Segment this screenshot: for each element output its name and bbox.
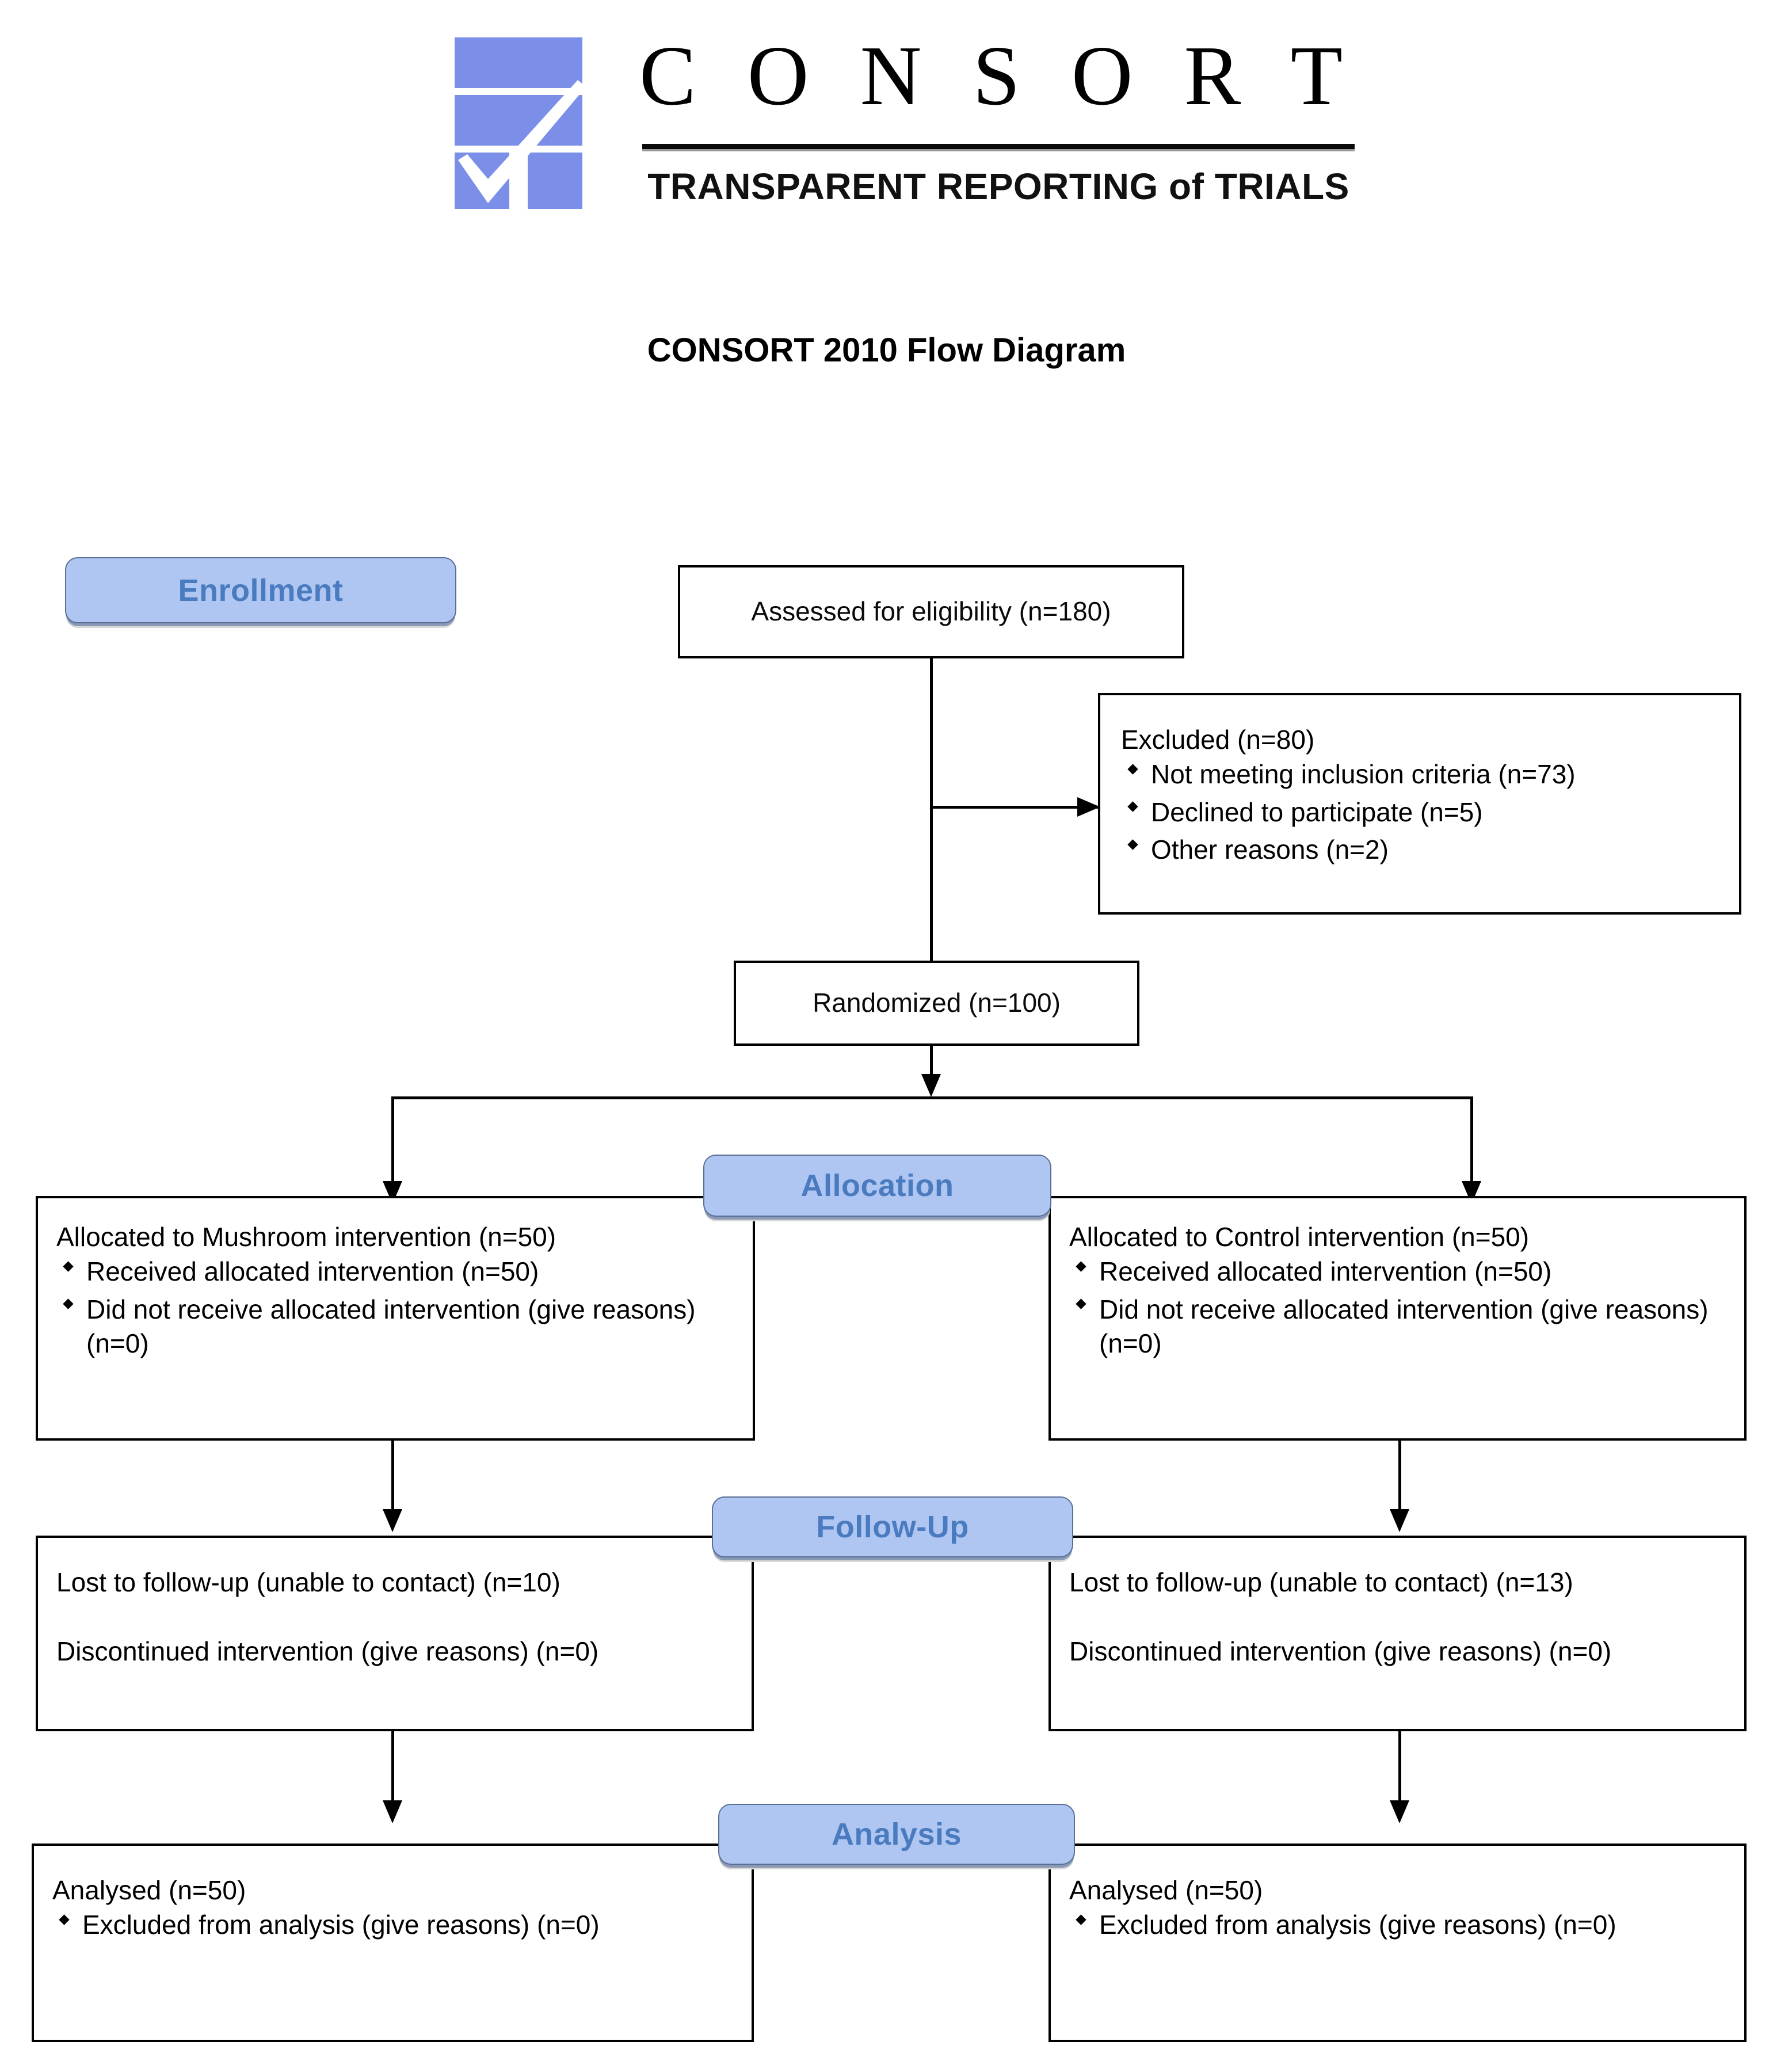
analysis-right-item-text: Excluded from analysis (give reasons) (n…	[1099, 1909, 1616, 1940]
followup-left-line2: Discontinued intervention (give reasons)…	[56, 1636, 599, 1666]
connector-randomized-down	[930, 1046, 933, 1080]
allocation-left-item-text: Received allocated intervention (n=50)	[86, 1256, 539, 1286]
allocation-right-heading: Allocated to Control intervention (n=50)	[1069, 1222, 1530, 1252]
allocation-right-item-text: Received allocated intervention (n=50)	[1099, 1256, 1552, 1286]
consort-wordmark: C O N S O R T	[639, 29, 1358, 123]
connector-split-to-allocation-left	[391, 1096, 394, 1189]
bullet-diamond-icon	[59, 1914, 70, 1925]
bullet-diamond-icon	[1127, 763, 1138, 775]
arrowhead-followup-left-icon	[383, 1509, 402, 1532]
list-item: Did not receive allocated intervention (…	[56, 1293, 743, 1362]
list-item: Other reasons (n=2)	[1121, 833, 1726, 867]
allocation-right-item-text: Did not receive allocated intervention (…	[1099, 1294, 1709, 1359]
bullet-diamond-icon	[1076, 1298, 1086, 1310]
stage-label-analysis-text: Analysis	[831, 1817, 962, 1852]
stage-label-enrollment-text: Enrollment	[178, 573, 344, 608]
allocation-left-list: Received allocated intervention (n=50) D…	[56, 1255, 743, 1361]
allocation-left-item-text: Did not receive allocated intervention (…	[86, 1294, 696, 1359]
assessed-text: Assessed for eligibility (n=180)	[751, 596, 1111, 627]
bullet-diamond-icon	[1127, 801, 1138, 813]
arrowhead-analysis-left-icon	[383, 1800, 402, 1823]
connector-allocation-to-followup-right	[1398, 1441, 1401, 1515]
stage-label-analysis: Analysis	[718, 1804, 1075, 1865]
randomized-text: Randomized (n=100)	[813, 988, 1061, 1018]
list-item: Did not receive allocated intervention (…	[1069, 1293, 1735, 1362]
excluded-reason-text: Declined to participate (n=5)	[1151, 797, 1483, 827]
analysis-left-heading: Analysed (n=50)	[52, 1875, 246, 1905]
excluded-reason-list: Not meeting inclusion criteria (n=73) De…	[1121, 757, 1726, 867]
connector-followup-to-analysis-right	[1398, 1731, 1401, 1806]
box-assessed-for-eligibility: Assessed for eligibility (n=180)	[678, 565, 1184, 658]
stage-label-allocation-text: Allocation	[800, 1168, 954, 1203]
consort-tagline: TRANSPARENT REPORTING of TRIALS	[647, 166, 1349, 207]
stage-label-allocation: Allocation	[703, 1155, 1051, 1217]
stage-label-followup: Follow-Up	[712, 1496, 1073, 1557]
arrowhead-randomized-split-icon	[921, 1074, 941, 1097]
box-analysis-left: Analysed (n=50) Excluded from analysis (…	[32, 1844, 754, 2042]
bullet-diamond-icon	[1076, 1260, 1086, 1272]
connector-split-to-allocation-right	[1470, 1096, 1473, 1189]
box-followup-right: Lost to follow-up (unable to contact) (n…	[1048, 1536, 1747, 1731]
box-followup-left: Lost to follow-up (unable to contact) (n…	[36, 1536, 754, 1731]
consort-checkmark-logo-icon	[455, 37, 598, 210]
followup-left-line1: Lost to follow-up (unable to contact) (n…	[56, 1567, 561, 1597]
box-allocation-left: Allocated to Mushroom intervention (n=50…	[36, 1196, 755, 1441]
excluded-reason-text: Not meeting inclusion criteria (n=73)	[1151, 759, 1576, 789]
stage-label-followup-text: Follow-Up	[816, 1510, 969, 1544]
box-analysis-right: Analysed (n=50) Excluded from analysis (…	[1048, 1844, 1747, 2042]
excluded-reason-text: Other reasons (n=2)	[1151, 835, 1389, 865]
stage-label-enrollment: Enrollment	[65, 557, 456, 623]
allocation-left-heading: Allocated to Mushroom intervention (n=50…	[56, 1222, 556, 1252]
analysis-right-heading: Analysed (n=50)	[1069, 1875, 1263, 1905]
list-item: Not meeting inclusion criteria (n=73)	[1121, 757, 1726, 792]
box-allocation-right: Allocated to Control intervention (n=50)…	[1048, 1196, 1747, 1441]
list-item: Received allocated intervention (n=50)	[56, 1255, 743, 1289]
bullet-diamond-icon	[1076, 1914, 1086, 1925]
consort-logo-text: C O N S O R T TRANSPARENT REPORTING of T…	[639, 29, 1358, 216]
bullet-diamond-icon	[1127, 839, 1138, 850]
analysis-left-list: Excluded from analysis (give reasons) (n…	[52, 1908, 740, 1943]
followup-right-line1: Lost to follow-up (unable to contact) (n…	[1069, 1567, 1573, 1597]
connector-allocation-to-followup-left	[391, 1441, 394, 1515]
page-title: CONSORT 2010 Flow Diagram	[647, 332, 1126, 369]
allocation-right-list: Received allocated intervention (n=50) D…	[1069, 1255, 1735, 1361]
logo-divider-rule	[642, 144, 1355, 151]
arrowhead-followup-right-icon	[1390, 1509, 1409, 1532]
connector-assessed-to-excluded	[930, 806, 1103, 809]
followup-right-line2: Discontinued intervention (give reasons)…	[1069, 1636, 1612, 1666]
arrowhead-analysis-right-icon	[1390, 1800, 1409, 1823]
connector-assessed-to-randomized	[930, 658, 933, 961]
list-item: Declined to participate (n=5)	[1121, 795, 1726, 830]
analysis-right-list: Excluded from analysis (give reasons) (n…	[1069, 1908, 1733, 1943]
connector-allocation-split-bar	[391, 1096, 1473, 1099]
arrowhead-to-excluded-icon	[1077, 797, 1100, 817]
excluded-heading: Excluded (n=80)	[1121, 725, 1315, 755]
bullet-diamond-icon	[63, 1260, 74, 1272]
bullet-diamond-icon	[63, 1298, 74, 1310]
box-randomized: Randomized (n=100)	[734, 961, 1139, 1046]
list-item: Excluded from analysis (give reasons) (n…	[52, 1908, 740, 1943]
list-item: Received allocated intervention (n=50)	[1069, 1255, 1735, 1289]
connector-followup-to-analysis-left	[391, 1731, 394, 1806]
list-item: Excluded from analysis (give reasons) (n…	[1069, 1908, 1733, 1943]
box-excluded: Excluded (n=80) Not meeting inclusion cr…	[1098, 693, 1741, 915]
analysis-left-item-text: Excluded from analysis (give reasons) (n…	[82, 1909, 600, 1940]
consort-logo-block: C O N S O R T TRANSPARENT REPORTING of T…	[455, 29, 1358, 216]
